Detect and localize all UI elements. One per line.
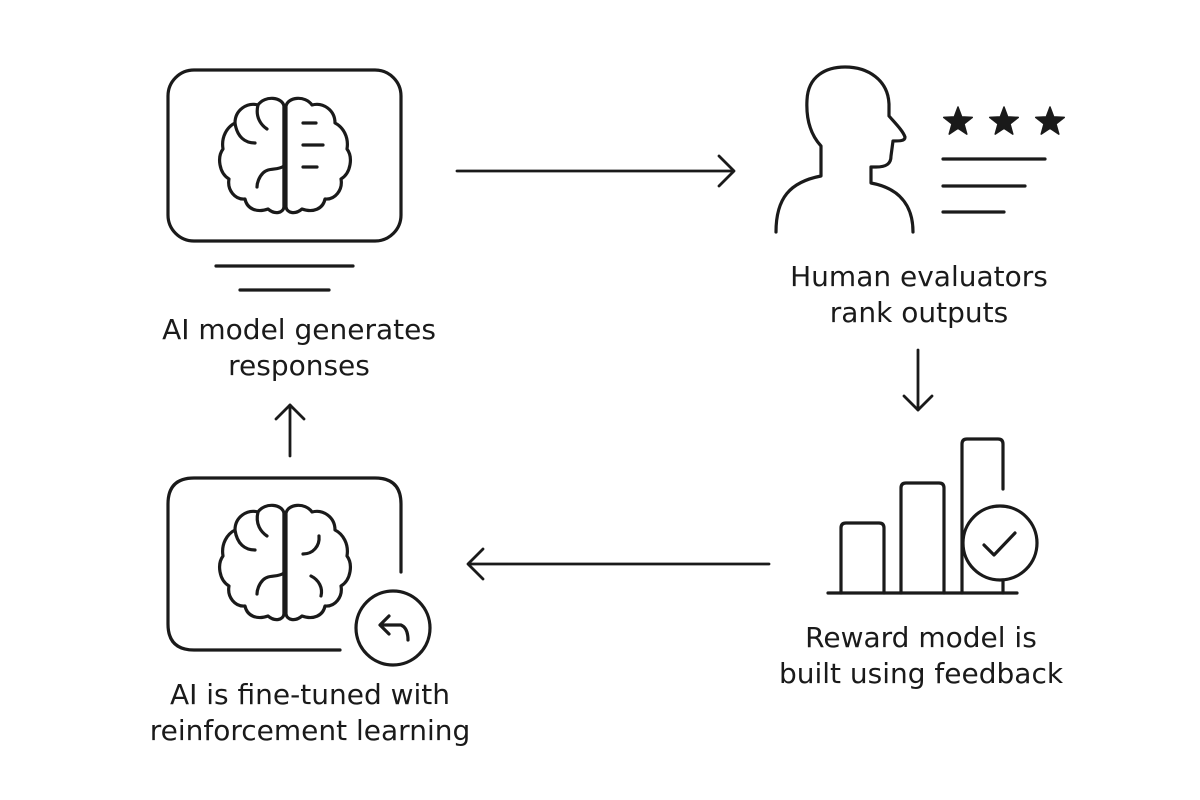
star-icon <box>988 106 1020 135</box>
monitor-brain-undo-icon <box>166 476 432 667</box>
rating-stars <box>942 106 1066 135</box>
label-line: AI model generates <box>162 313 436 346</box>
label-line: Human evaluators <box>790 260 1048 293</box>
arrow-up <box>274 403 306 458</box>
human-evaluator-icon <box>774 65 1066 234</box>
label-line: rank outputs <box>829 296 1009 329</box>
label-line: Reward model is <box>805 621 1037 654</box>
step-label-finetune: AI is fine-tuned with reinforcement lear… <box>140 677 480 749</box>
chart-bar <box>899 481 946 595</box>
star-icon <box>1034 106 1066 135</box>
star-icon <box>942 106 974 135</box>
monitor-frame <box>166 476 403 652</box>
label-line: built using feedback <box>778 657 1064 690</box>
person-silhouette <box>774 65 915 234</box>
arrow-down <box>902 348 934 412</box>
arrow-left <box>466 547 771 581</box>
undo-circle <box>354 589 432 667</box>
brain-icon <box>218 503 352 622</box>
step-label-reward: Reward model is built using feedback <box>762 620 1080 692</box>
chart-bar <box>839 521 886 595</box>
brain-icon <box>218 96 352 215</box>
chart-bar <box>960 437 1005 595</box>
undo-arrow-icon <box>378 614 410 642</box>
label-line: reinforcement learning <box>149 714 471 747</box>
label-line: responses <box>228 349 370 382</box>
step-label-generate: AI model generates responses <box>140 312 458 384</box>
label-line: AI is fine-tuned with <box>169 678 451 711</box>
monitor-brain-icon <box>166 68 403 292</box>
arrow-right <box>455 154 736 188</box>
bar-chart-check-icon <box>826 437 1039 595</box>
check-circle <box>961 504 1039 582</box>
monitor-frame <box>166 68 403 243</box>
step-label-evaluate: Human evaluators rank outputs <box>760 259 1078 331</box>
check-icon <box>982 531 1017 557</box>
